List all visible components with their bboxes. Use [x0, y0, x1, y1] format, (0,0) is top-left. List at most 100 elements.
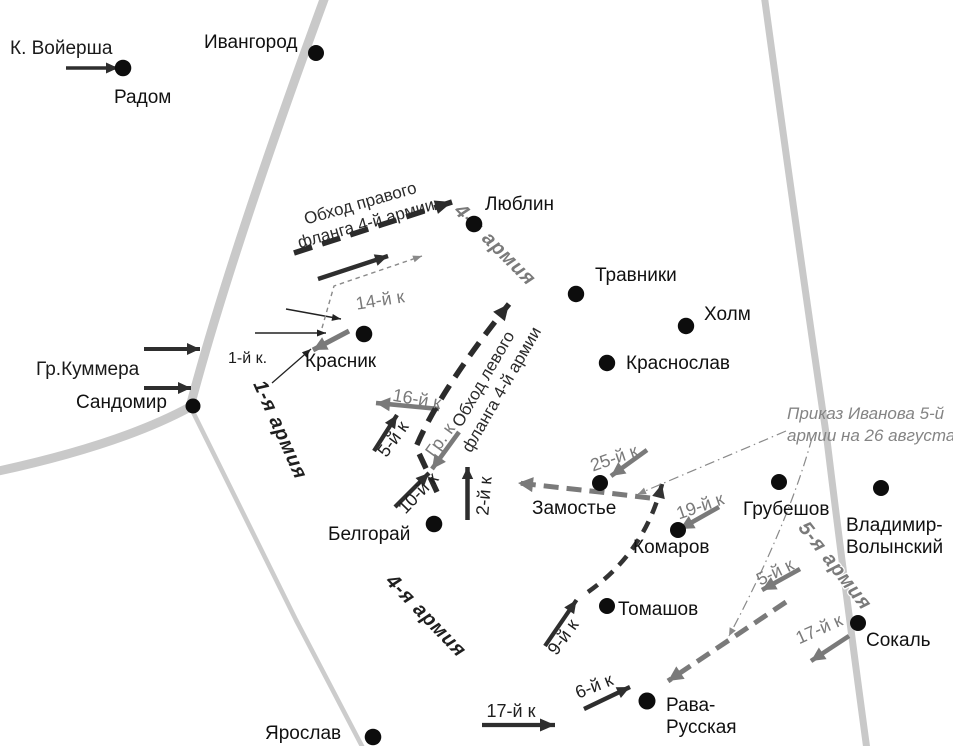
city-label-komarov: Комаров — [633, 537, 710, 558]
arrow-radom-attack — [66, 62, 118, 74]
arrow-corps-5-aus-attack — [372, 413, 399, 453]
label-text-army-4-aus: 4-я армия — [381, 570, 471, 662]
city-kholm: Холм — [677, 304, 751, 335]
city-label-belgorai: Белгорай — [328, 524, 410, 545]
arrow-corps-14-rus-move — [321, 255, 423, 329]
arrow-corps-gren-rus-move — [430, 430, 461, 471]
arrow-line-tomashov-advance — [586, 483, 665, 594]
arrowhead-tomashov-advance — [652, 484, 665, 500]
arrowhead-thin-advance-2 — [317, 329, 326, 337]
city-label-rava-russkaya: Рава-Русская — [666, 695, 737, 738]
arrow-rava-retreat — [666, 599, 788, 684]
city-label-krasnoslav: Краснослав — [626, 353, 730, 374]
label-army-4-aus: 4-я армия — [381, 570, 471, 662]
city-dot-sokal — [850, 615, 866, 631]
arrowhead-thin-advance-1 — [331, 313, 341, 321]
arrow-line-zamostie-retreat — [517, 480, 651, 501]
city-krasnik: Красник — [305, 325, 377, 372]
arrowhead-corps-17-rus-move — [811, 647, 827, 661]
arrow-corps-9-aus-attack — [543, 598, 579, 648]
arrow-thin-advance-2 — [255, 329, 326, 337]
arrow-zamostie-retreat — [517, 477, 651, 501]
label-note-envelop-right: Обход правогофланга 4-й армии — [290, 175, 437, 252]
city-ivangorod: Ивангород — [204, 32, 324, 61]
arrow-line-envelop-left-flank — [412, 302, 512, 494]
arrowhead-envelop-right-flank — [433, 200, 452, 214]
city-belgorai: Белгорай — [328, 515, 443, 545]
arrowhead-ivanov-order-line-1 — [638, 487, 647, 495]
city-label-lublin: Люблин — [485, 194, 554, 215]
city-label-yaroslav: Ярослав — [265, 723, 341, 744]
river-san — [189, 407, 365, 746]
city-lublin: Люблин — [465, 194, 554, 233]
city-tomashov: Томашов — [599, 598, 698, 620]
city-rava-russkaya: Рава-Русская — [638, 692, 737, 738]
label-k-voiersha: К. Войерша — [10, 38, 113, 59]
label-corps-10-aus: 10-й к — [394, 468, 442, 517]
label-text-corps-17-aus: 17-й к — [487, 701, 536, 721]
label-text-corps-16-rus: 16-й к — [391, 385, 443, 413]
arrow-tomashov-advance — [586, 483, 665, 594]
arrow-envelop-right-flank — [293, 199, 453, 256]
arrowhead-envelop-left-flank — [493, 304, 509, 322]
label-corps-17-aus: 17-й к — [487, 701, 536, 721]
city-dot-travniki — [567, 285, 585, 303]
arrowhead-corps-2-aus-attack — [461, 467, 474, 479]
arrowhead-radom-attack — [106, 62, 118, 74]
city-komarov: Комаров — [633, 522, 710, 558]
arrowhead-rava-retreat — [668, 666, 685, 681]
arrow-ivanov-order-line-1 — [637, 430, 787, 495]
city-label-kholm: Холм — [704, 304, 751, 325]
arrowhead-kummer-attack — [187, 343, 200, 355]
city-dot-lublin — [465, 215, 483, 233]
city-dot-sandomir — [185, 398, 201, 414]
label-text-corps-1-aus: 1-й к. — [228, 350, 267, 367]
arrowhead-ivanov-order-line-2 — [729, 627, 736, 636]
label-corps-1-aus: 1-й к. — [228, 350, 267, 367]
river-vistula — [0, 0, 329, 476]
city-label-vladimir-volynsky: Владимир-Волынский — [846, 515, 943, 558]
arrowhead-lublin-advance — [373, 254, 388, 266]
city-dot-komarov — [670, 522, 686, 538]
arrow-corps-6-aus-attack — [583, 685, 631, 711]
arrow-corps-25-rus-move — [609, 448, 649, 478]
arrow-line-ivanov-order-line-1 — [637, 430, 787, 495]
arrowhead-corps-6-aus-attack — [615, 687, 630, 699]
arrowhead-corps-14-rus-move — [412, 255, 422, 263]
arrowhead-corps-5-rus-move — [762, 577, 778, 590]
arrow-corps-5-rus-move — [760, 566, 802, 593]
city-krasnoslav: Краснослав — [598, 353, 730, 374]
label-text-corps-10-aus: 10-й к — [394, 468, 442, 517]
city-label-sandomir: Сандомир — [76, 392, 167, 413]
city-dot-zamostie — [592, 475, 608, 491]
city-label-krasnik: Красник — [305, 351, 377, 372]
arrowhead-corps-10-aus-attack — [415, 473, 429, 487]
arrow-lublin-advance — [317, 253, 389, 282]
label-text-corps-2-aus: 2-й к — [472, 476, 495, 517]
arrowhead-thin-advance-3 — [301, 349, 311, 358]
arrow-line-corps-14-rus-move — [321, 255, 423, 329]
label-text-note-envelop-right: Обход правогофланга 4-й армии — [290, 175, 437, 252]
arrow-sandomir-attack — [144, 382, 191, 394]
arrow-corps-16-rus-move — [375, 397, 440, 412]
label-gr-kummera: Гр.Куммера — [36, 359, 140, 380]
city-dot-kholm — [677, 317, 695, 335]
city-dot-tomashov — [599, 598, 615, 614]
city-dot-vladimir-volynsky — [873, 480, 889, 496]
label-text-corps-14-rus: 14-й к — [354, 286, 406, 313]
city-grubeshov: Грубешов — [743, 474, 829, 520]
city-radom: Радом — [114, 59, 171, 108]
city-vladimir-volynsky: Владимир-Волынский — [846, 480, 943, 558]
city-sokal: Сокаль — [850, 615, 931, 651]
city-yaroslav: Ярослав — [265, 723, 382, 746]
arrow-line-thin-advance-1 — [285, 308, 342, 320]
label-text-gr-kummera: Гр.Куммера — [36, 359, 140, 380]
city-dot-radom — [114, 59, 132, 77]
city-label-ivangorod: Ивангород — [204, 32, 297, 53]
arrowhead-corps-5-aus-attack — [384, 415, 397, 430]
label-corps-14-rus: 14-й к — [354, 286, 406, 313]
city-label-sokal: Сокаль — [866, 630, 931, 651]
